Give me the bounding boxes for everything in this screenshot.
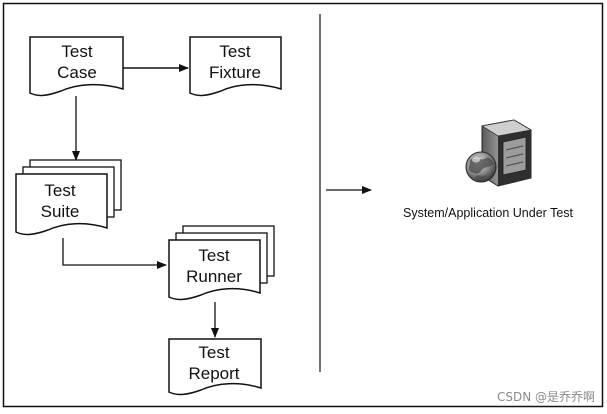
test-runner-shape: [168, 239, 261, 301]
test-report-label-line2: Report: [188, 364, 239, 383]
server-globe-icon: [465, 119, 533, 187]
test-case-label-line2: Case: [57, 63, 97, 82]
test-suite-shape: [15, 173, 108, 236]
test-report-label-line1: Test: [198, 343, 229, 362]
test-runner-label-line1: Test: [198, 246, 229, 265]
test-case-shape: [29, 36, 124, 97]
test-fixture-label-line1: Test: [219, 42, 250, 61]
test-report-shape: [168, 338, 262, 396]
test-suite-label-line1: Test: [44, 181, 75, 200]
node-test-case: Test Case: [29, 36, 124, 97]
test-suite-label-line2: Suite: [41, 202, 80, 221]
node-test-fixture: Test Fixture: [189, 36, 282, 97]
outer-frame: [2, 2, 604, 408]
test-runner-label-line2: Runner: [186, 267, 242, 286]
system-label: System/Application Under Test: [403, 206, 574, 220]
connectors: [62, 64, 372, 338]
watermark: CSDN @是乔乔啊: [497, 390, 595, 404]
arrow-suite-to-runner: [62, 238, 167, 269]
node-test-report: Test Report: [168, 338, 262, 396]
node-test-suite: Test Suite: [15, 159, 122, 236]
test-case-label-line1: Test: [61, 42, 92, 61]
test-fixture-label-line2: Fixture: [209, 63, 261, 82]
test-fixture-shape: [189, 36, 282, 97]
node-test-runner: Test Runner: [168, 225, 275, 301]
